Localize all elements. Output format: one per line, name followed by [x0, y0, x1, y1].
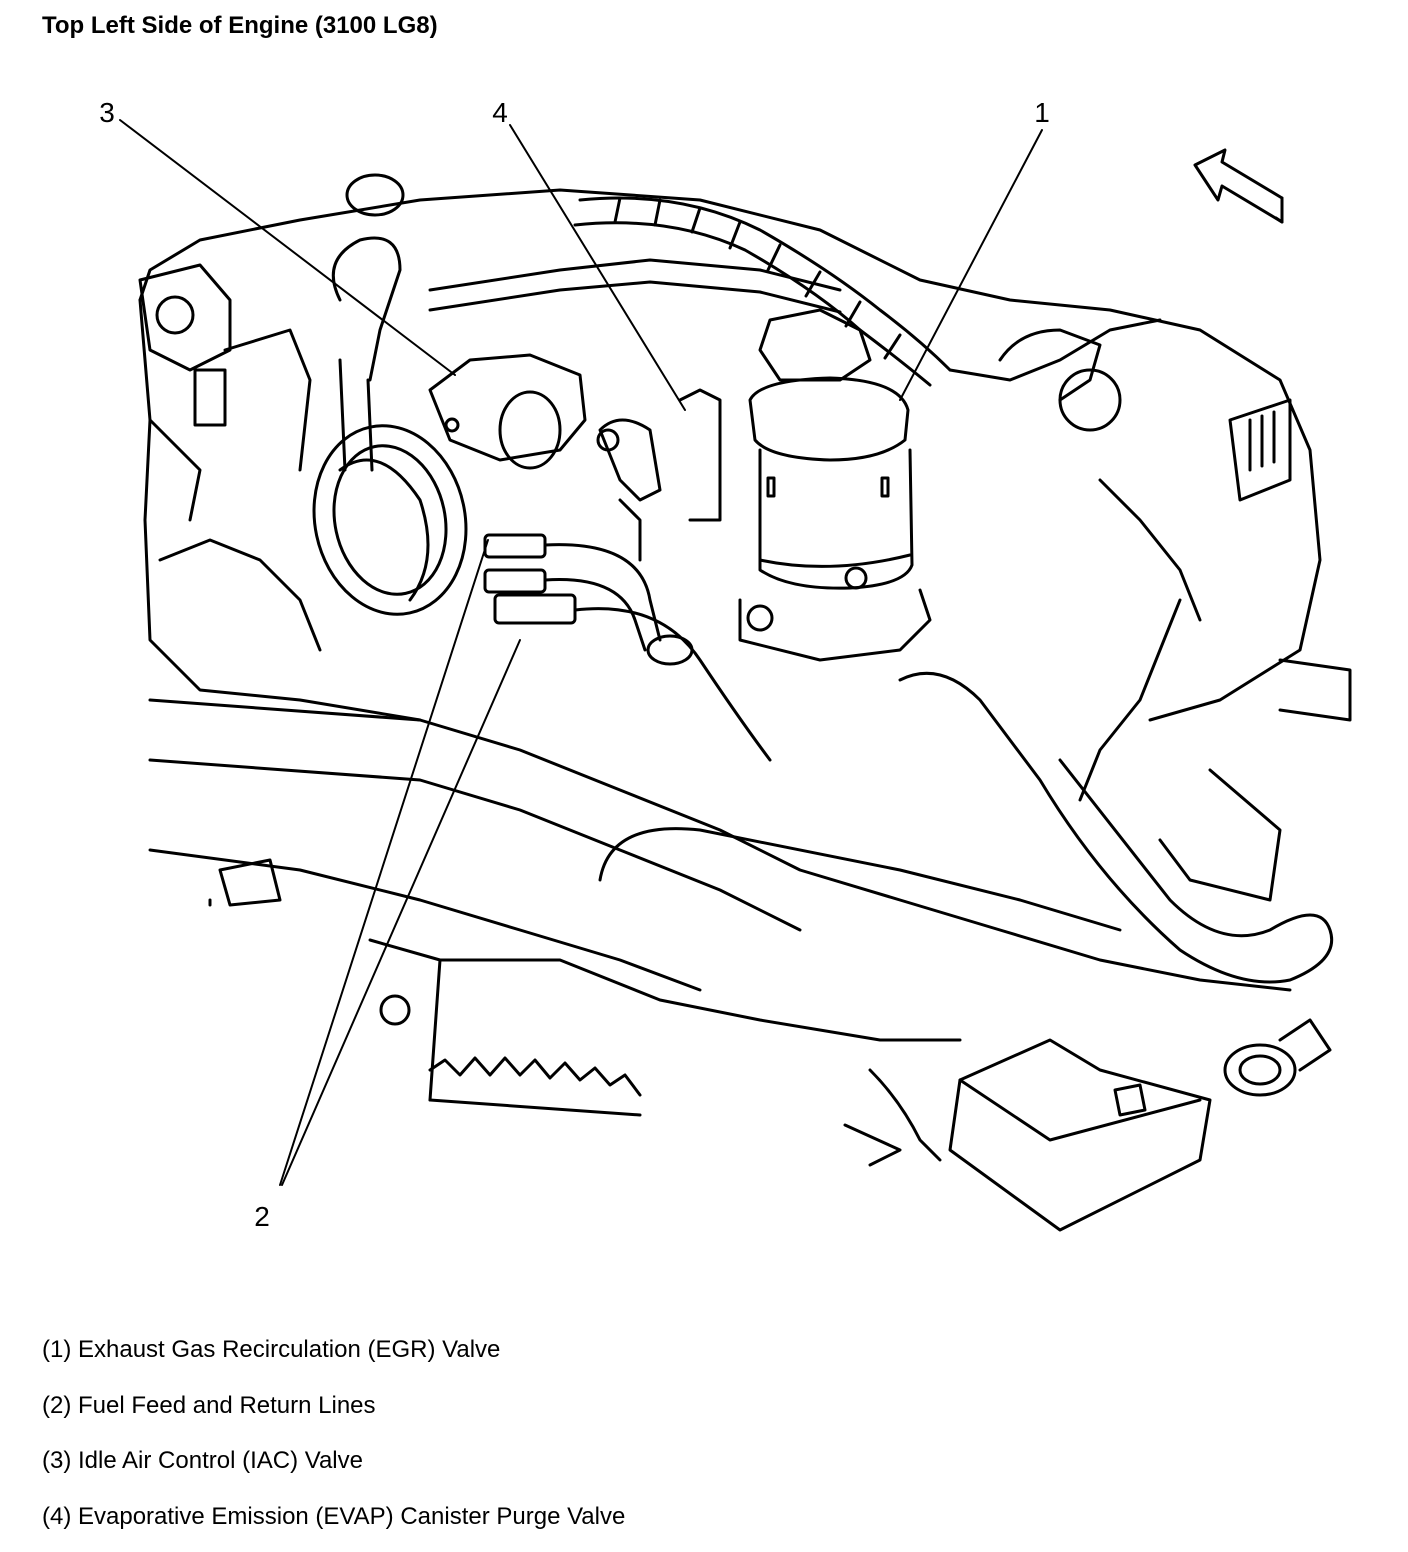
leader-line-2a: [279, 539, 489, 1186]
intake-manifold: [138, 188, 1322, 722]
leader-line-1: [899, 129, 1043, 401]
egr-valve: [738, 308, 932, 662]
callout-4: 4: [492, 97, 508, 128]
lower-manifold-runner: [148, 698, 1292, 992]
legend-item-iac-valve: (3) Idle Air Control (IAC) Valve: [42, 1447, 363, 1474]
flywheel-teeth: [428, 1056, 642, 1097]
callout-2: 2: [254, 1201, 270, 1232]
callout-1: 1: [1034, 97, 1050, 128]
leader-line-2b: [281, 639, 521, 1186]
manifold-bracket: [138, 263, 232, 372]
throttle-body: [312, 424, 468, 616]
leader-line-4: [509, 124, 686, 411]
direction-arrow: [1193, 148, 1284, 224]
legend-item-evap-purge-valve: (4) Evaporative Emission (EVAP) Canister…: [42, 1502, 626, 1530]
callout-3: 3: [99, 97, 115, 128]
fuel-lines: [483, 533, 772, 762]
engine-illustration: 1 2 3 4: [99, 97, 1352, 1232]
legend: (1) Exhaust Gas Recirculation (EGR) Valv…: [42, 1330, 625, 1552]
legend-item-egr-valve: (1) Exhaust Gas Recirculation (EGR) Valv…: [42, 1336, 501, 1363]
diagram-title: Top Left Side of Engine (3100 LG8): [42, 12, 438, 39]
legend-item-fuel-lines: (2) Fuel Feed and Return Lines: [42, 1391, 376, 1419]
evap-purge-valve: [598, 418, 662, 502]
iac-valve: [428, 353, 587, 462]
leader-line-3: [119, 119, 456, 376]
wiring-harness: [578, 196, 952, 372]
